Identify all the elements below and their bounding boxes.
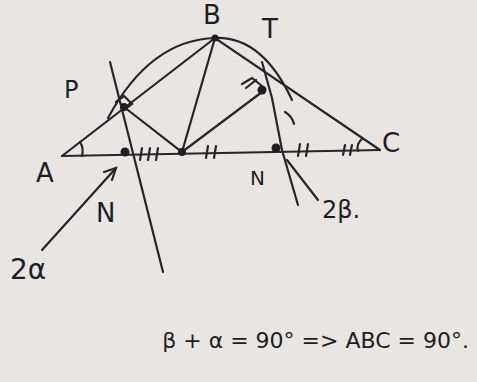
point-label: T: [262, 16, 278, 42]
vertex-label: B: [203, 2, 221, 28]
point-label: N: [96, 200, 115, 226]
angle-label: 2β.: [322, 198, 360, 222]
angle-label: 2α: [10, 256, 46, 284]
point-label: P: [64, 78, 78, 102]
conclusion-note: β + α = 90° => ABC = 90°.: [162, 330, 469, 352]
vertex-label: C: [382, 130, 400, 156]
vertex-label: A: [36, 160, 54, 186]
point-label: N: [250, 168, 265, 188]
